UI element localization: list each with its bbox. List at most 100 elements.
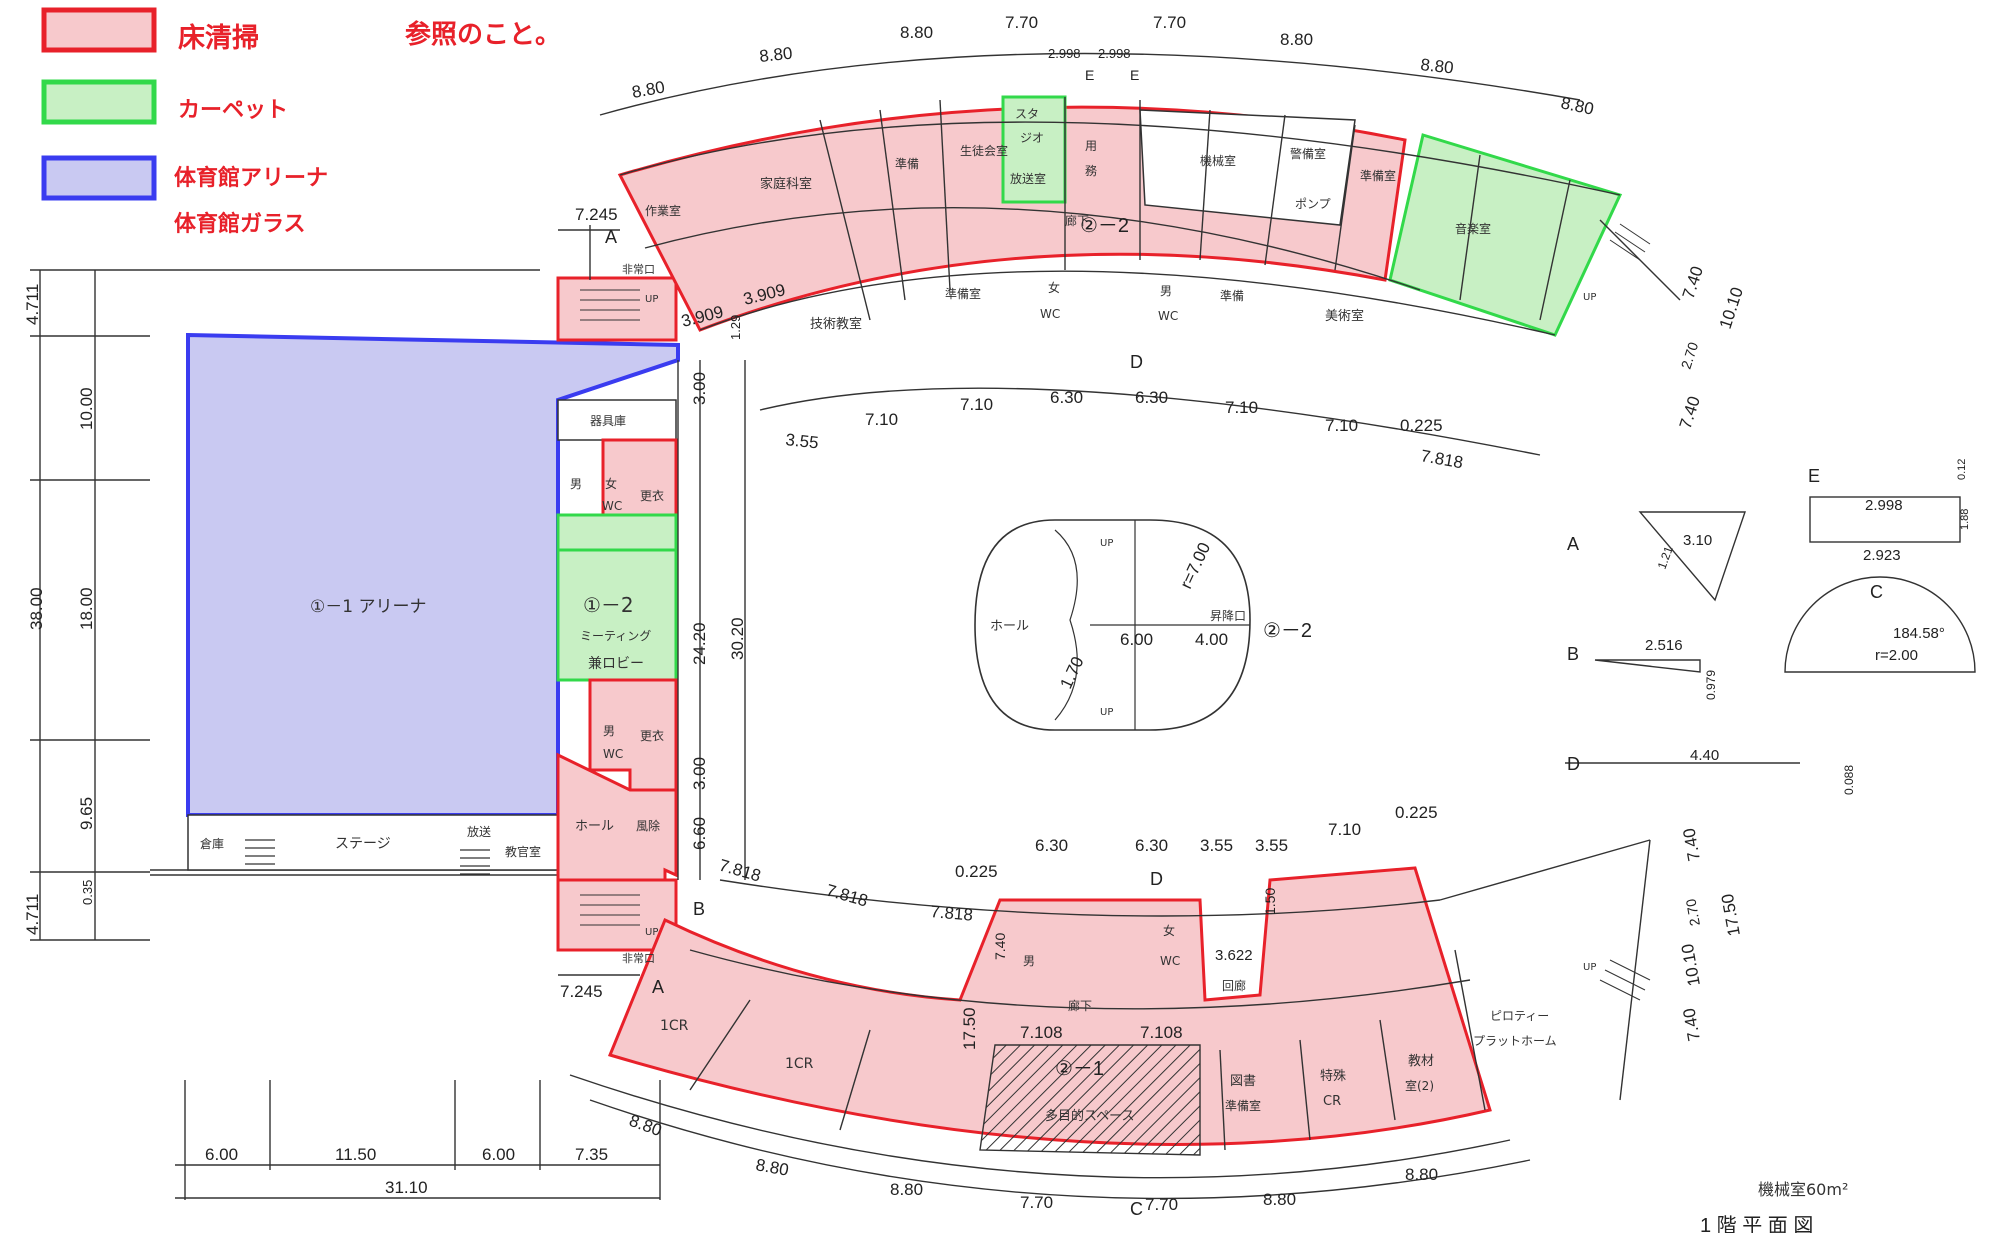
home-ec-label: 家庭科室 [760,176,812,192]
dim-inner-bottom-7: 7.818 [824,881,870,911]
stage [187,814,559,871]
up-label-5: UP [1583,292,1596,303]
dim-right-6: 10.10 [1678,942,1704,987]
dim-bottom-inner-0: 7.108 [1020,1023,1063,1042]
meeting-number: ①－2 [583,593,634,617]
dim-bottom-arc-1: 8.80 [754,1155,790,1179]
dim-inner-bottom-11: 1.50 [1262,888,1278,915]
women-label-1: 女 [605,476,617,491]
changing-label-2: 更衣 [640,728,664,743]
dim-bottom-arc-0: 8.80 [627,1111,665,1140]
dim-top-small-2: E [1085,67,1094,83]
broadcast-label: 放送 [467,824,491,839]
letter-a-2: A [652,977,664,997]
dim-center-0: 24.20 [690,622,709,665]
detail-d-val1: 4.40 [1690,747,1719,764]
dim-bottom-arc-5: 8.80 [1263,1190,1296,1209]
men-label-2: 男 [603,724,615,738]
dim-top-3: 7.70 [1005,13,1038,32]
section-2-2-hall: ②－2 [1263,620,1312,642]
dim-bottom-2: 6.00 [482,1145,515,1164]
stage-stairs [245,839,490,875]
dim-left-6: 4.711 [23,894,42,935]
dim-top-2: 8.80 [900,23,933,42]
dim-bottom-4: 31.10 [385,1178,428,1197]
dim-bottom-inner-2: 17.50 [960,1007,979,1050]
women-label-4: 女 [1163,923,1175,938]
upper-arc-outlines [599,52,1681,456]
fire-exit-label-1: 非常口 [622,263,655,276]
security-room-label: 警備室 [1290,146,1326,161]
dim-inner-top-2: 7.10 [960,395,993,414]
dim-inner-top-4: 6.30 [1135,388,1168,407]
dim-left-2: 38.00 [27,587,46,630]
dim-top-7: 8.80 [1559,93,1595,118]
dim-top-small-1: 2.998 [1098,46,1131,61]
cr1-label: 1CR [660,1018,689,1034]
legend-label-arena: 体育館アリーナ [174,166,329,191]
special-label-2: CR [1323,1094,1341,1109]
corridor-label-2: 廊下 [1068,998,1092,1013]
dim-right-1: 10.10 [1716,285,1747,331]
machine-note: 機械室60m² [1758,1180,1848,1199]
pilotis-label-1: ピロティー [1490,1009,1549,1023]
dim-top-small-0: 2.998 [1048,46,1081,61]
library-label-1: 図書 [1230,1074,1256,1089]
connector-label: 回廊 [1222,978,1246,993]
arena-label: ①－1 アリーナ [310,597,426,617]
hall-stairs [1054,520,1250,730]
dim-center-2: 3.00 [690,372,709,405]
detail-b-label: B [1567,644,1579,664]
upper-stair-area [556,276,678,342]
dim-left-0: 4.711 [23,284,42,325]
dim-top-0: 8.80 [630,77,666,101]
wc-label-3: WC [1040,307,1060,321]
legend-swatch-carpet [41,79,157,125]
dim-top-5: 8.80 [1280,30,1313,49]
up-label-6: UP [1583,962,1596,973]
dim-center-8: 7.245 [575,205,618,224]
floor-title: 1 階 平 面 図 [1700,1214,1813,1233]
dim-inner-bottom-8: 0.225 [955,862,998,881]
dim-inner-top-1: 7.10 [865,410,898,429]
dim-top-small-3: E [1130,67,1139,83]
materials-label-1: 教材 [1408,1053,1434,1069]
dim-center-4: 6.60 [690,817,709,850]
prep-label-1: 準備 [895,156,919,171]
detail-a-val1: 3.10 [1683,532,1712,549]
wc-label-6: WC [1160,954,1180,968]
men-label-4: 男 [1023,954,1035,968]
dim-top-6: 8.80 [1420,55,1455,77]
music-room-label: 音楽室 [1455,221,1491,236]
dim-inner-bottom-5: 0.225 [1395,803,1438,822]
stair-lines [580,289,640,926]
up-label-2: UP [1100,707,1113,718]
pump-label: ポンプ [1295,197,1331,211]
dim-inner-bottom-10: 3.622 [1215,947,1253,964]
dim-center-1: 30.20 [728,617,747,660]
letter-d-2: D [1150,869,1163,889]
up-label-4: UP [645,927,658,938]
dim-hall-0: 6.00 [1120,630,1153,649]
pilotis-label-2: プラットホーム [1473,1034,1557,1048]
detail-labels: A 3.10 1.21 B 2.516 0.979 C 184.58° r=2.… [1567,459,1971,795]
stage-label: ステージ [335,836,391,852]
multipurpose-label: 多目的スペース [1045,1108,1134,1124]
dim-inner-bottom-4: 7.10 [1328,820,1361,839]
dim-top-1: 8.80 [758,44,793,66]
detail-c-val2: r=2.00 [1875,647,1918,664]
prep-label-2: 準備 [1220,288,1244,303]
machine-room-label: 機械室 [1200,153,1236,168]
dim-inner-bottom-3: 3.55 [1255,836,1288,855]
materials-label-2: 室(2) [1405,1078,1434,1093]
dim-inner-bottom-2: 3.55 [1200,836,1233,855]
dim-bottom-1: 11.50 [335,1145,376,1164]
hall-label: ホール [575,819,614,834]
cr2-label: 1CR [785,1056,814,1072]
prep-room-label-2: 準備室 [945,286,981,301]
workroom-label: 作業室 [645,203,681,218]
tech-room-label: 技術教室 [810,316,862,332]
detail-e-val2: 2.923 [1863,547,1901,564]
detail-e-val1: 2.998 [1865,497,1903,514]
